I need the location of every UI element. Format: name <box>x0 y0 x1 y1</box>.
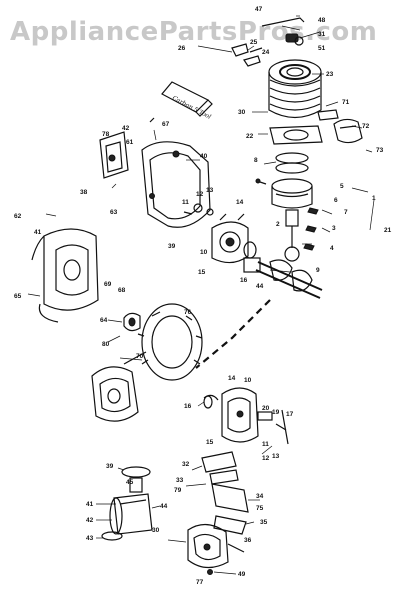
callout-19: 19 <box>272 409 280 416</box>
callout-30b: 30 <box>152 527 160 534</box>
callout-44b: 44 <box>160 503 168 510</box>
callout-42b: 42 <box>86 517 94 524</box>
callout-40: 40 <box>200 153 208 160</box>
leader-lines <box>27 15 375 575</box>
callout-39: 39 <box>168 243 176 250</box>
crankcase <box>183 203 249 264</box>
callout-22: 22 <box>246 133 254 140</box>
callout-16: 16 <box>240 277 248 284</box>
tool-box: Carbon 5 Tool <box>161 81 213 121</box>
cylinder-assembly <box>231 17 363 262</box>
callout-23: 23 <box>326 71 334 78</box>
callout-51: 51 <box>318 45 326 52</box>
callout-34: 34 <box>256 493 264 500</box>
callout-75: 75 <box>256 505 264 512</box>
callout-49: 49 <box>238 571 246 578</box>
callout-10b: 10 <box>244 377 252 384</box>
callout-80: 80 <box>102 341 110 348</box>
callout-4: 4 <box>330 245 334 252</box>
callout-44: 44 <box>256 283 264 290</box>
carburetor <box>203 387 289 445</box>
callout-36: 36 <box>244 537 252 544</box>
callout-30: 30 <box>238 109 246 116</box>
callout-16b: 16 <box>184 403 192 410</box>
callout-12: 12 <box>196 191 204 198</box>
callout-43: 43 <box>86 535 94 542</box>
callout-78: 78 <box>102 131 110 138</box>
callout-73: 73 <box>376 147 384 154</box>
callout-68: 68 <box>118 287 126 294</box>
callout-7: 7 <box>344 209 348 216</box>
watermark-text: AppliancePartsPros.com <box>10 17 377 47</box>
callout-26: 26 <box>178 45 186 52</box>
callout-15: 15 <box>198 269 206 276</box>
carburetor-parts <box>187 451 249 575</box>
flywheel <box>123 303 203 381</box>
assembly-guide-line <box>195 299 271 369</box>
callout-14b: 14 <box>228 375 236 382</box>
callout-47: 47 <box>255 6 263 13</box>
callout-41: 41 <box>34 229 42 236</box>
callout-79: 79 <box>174 487 182 494</box>
callout-11: 11 <box>182 199 189 206</box>
callout-9: 9 <box>316 267 320 274</box>
callout-6: 6 <box>334 197 338 204</box>
callout-48: 48 <box>318 17 326 24</box>
callout-64: 64 <box>100 317 108 324</box>
callout-20: 20 <box>262 405 270 412</box>
callout-62: 62 <box>14 213 22 220</box>
callout-39b: 39 <box>106 463 114 470</box>
callout-76: 76 <box>184 309 192 316</box>
callout-10: 10 <box>200 249 208 256</box>
fan-housing <box>99 117 211 228</box>
air-filter <box>101 466 153 541</box>
callout-25: 25 <box>250 39 258 46</box>
callout-35: 35 <box>260 519 268 526</box>
callout-13b: 13 <box>272 453 280 460</box>
callout-45: 45 <box>126 479 134 486</box>
callout-42: 42 <box>122 125 130 132</box>
callout-70: 70 <box>136 353 144 360</box>
callout-31: 31 <box>318 31 326 38</box>
callout-24: 24 <box>262 49 270 56</box>
callout-41b: 41 <box>86 501 94 508</box>
callout-8: 8 <box>254 157 258 164</box>
callout-3: 3 <box>332 225 336 232</box>
callout-77: 77 <box>196 579 204 586</box>
callout-32: 32 <box>182 461 190 468</box>
callout-15b: 15 <box>206 439 214 446</box>
ignition-coil <box>91 351 147 422</box>
callout-14: 14 <box>236 199 244 206</box>
callout-13: 13 <box>206 187 214 194</box>
callout-33: 33 <box>176 477 184 484</box>
callout-61: 61 <box>126 139 134 146</box>
callout-12b: 12 <box>262 455 270 462</box>
callout-labels: 47 48 51 26 25 24 23 31 71 72 73 30 22 8… <box>14 6 392 586</box>
starter-housing <box>31 228 99 323</box>
callout-63: 63 <box>110 209 118 216</box>
callout-38: 38 <box>80 189 88 196</box>
callout-5: 5 <box>340 183 344 190</box>
callout-17: 17 <box>286 411 294 418</box>
crankshaft <box>243 241 323 299</box>
callout-71: 71 <box>342 99 350 106</box>
callout-69: 69 <box>104 281 112 288</box>
callout-11b: 11 <box>262 441 269 448</box>
callout-21: 21 <box>384 227 392 234</box>
callout-67: 67 <box>162 121 170 128</box>
callout-65: 65 <box>14 293 22 300</box>
callout-72: 72 <box>362 123 370 130</box>
callout-2: 2 <box>276 221 280 228</box>
callout-1: 1 <box>372 195 376 202</box>
